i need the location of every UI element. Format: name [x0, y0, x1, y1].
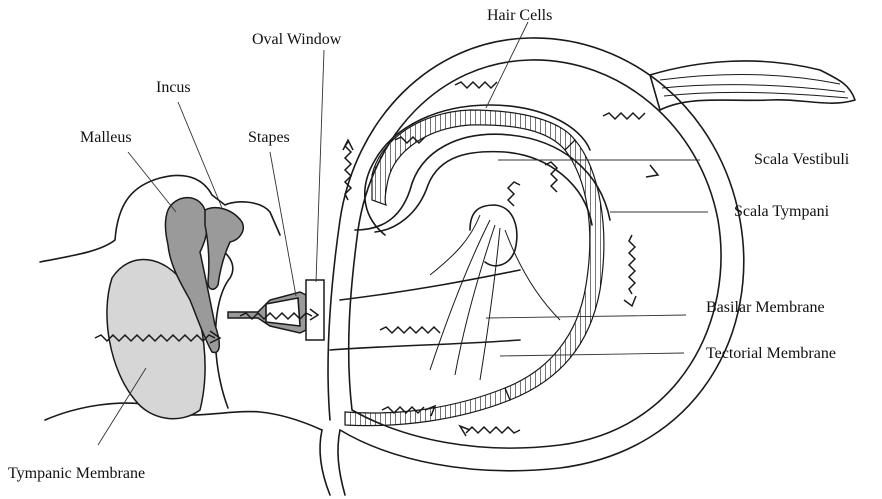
label-tympanic-membrane: Tympanic Membrane [8, 466, 145, 482]
label-oval-window: Oval Window [252, 32, 341, 48]
label-incus: Incus [156, 80, 191, 96]
label-malleus: Malleus [80, 130, 132, 146]
malleus-leader [128, 152, 176, 212]
label-scala-vestibuli: Scala Vestibuli [754, 152, 849, 168]
stapes-leader [270, 152, 296, 296]
label-stapes: Stapes [248, 130, 290, 146]
incus-bone [205, 208, 243, 290]
tectorial-membrane-leader [500, 353, 684, 356]
incus-leader [178, 102, 222, 208]
auditory-nerve [430, 61, 855, 380]
label-basilar-membrane: Basilar Membrane [706, 300, 825, 316]
label-hair-cells: Hair Cells [487, 8, 552, 24]
label-tectorial-membrane: Tectorial Membrane [706, 346, 836, 362]
cochlear-partition [345, 110, 604, 426]
oval-window-leader [316, 50, 324, 282]
label-scala-tympani: Scala Tympani [734, 204, 829, 220]
oval-window [306, 280, 324, 340]
